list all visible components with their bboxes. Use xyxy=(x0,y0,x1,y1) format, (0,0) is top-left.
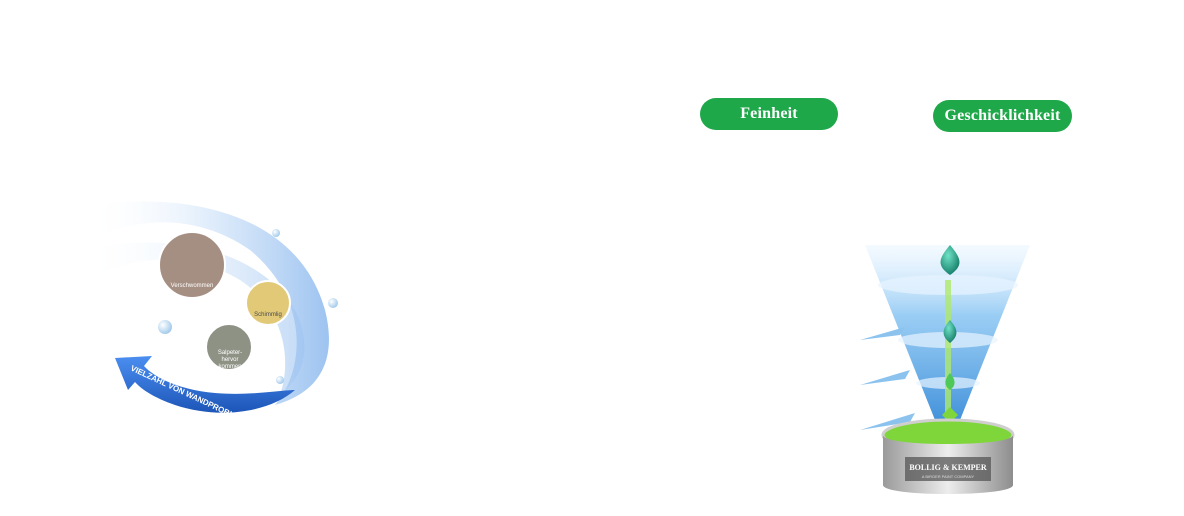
paint-drop xyxy=(940,245,960,275)
paint-funnel-illustration: BOLLIG & KEMPER A BIRGER PAINT COMPANY xyxy=(850,235,1040,500)
swatch-label: Salpeter­hervor kommen xyxy=(217,350,243,370)
paint-stream xyxy=(945,280,951,420)
wind-streak xyxy=(860,327,905,340)
can-label xyxy=(905,457,991,481)
wall-problems-illustration: VIELZAHL VON WANDPROBLEMEN LÖSEN Verschw… xyxy=(80,190,360,442)
paint-drop xyxy=(943,320,957,343)
can-brand-text: BOLLIG & KEMPER xyxy=(909,463,987,472)
swatch-schimmlig xyxy=(245,280,291,326)
can-tagline-text: A BIRGER PAINT COMPANY xyxy=(921,474,975,479)
swatch-label: Schimmlig xyxy=(254,312,282,318)
swatch-verschwommen xyxy=(158,231,226,299)
geschicklichkeit-badge: Geschicklichkeit xyxy=(933,100,1072,132)
bubble xyxy=(328,298,338,308)
swirl-graphic: VIELZAHL VON WANDPROBLEMEN LÖSEN xyxy=(85,201,338,442)
wind-streak xyxy=(860,413,915,430)
bubble xyxy=(158,320,172,334)
swirl-band xyxy=(90,201,329,405)
bubble xyxy=(272,229,280,237)
arrow-shape xyxy=(115,356,295,413)
bubble xyxy=(276,376,284,384)
swatch-salpeter xyxy=(205,323,253,371)
paint-drop xyxy=(945,373,955,390)
feinheit-badge: Feinheit xyxy=(700,98,838,130)
wind-streak xyxy=(860,370,910,385)
swatch-label: Verschwommen xyxy=(170,283,214,289)
swirl-band xyxy=(85,242,305,395)
funnel-graphic xyxy=(860,245,1030,494)
